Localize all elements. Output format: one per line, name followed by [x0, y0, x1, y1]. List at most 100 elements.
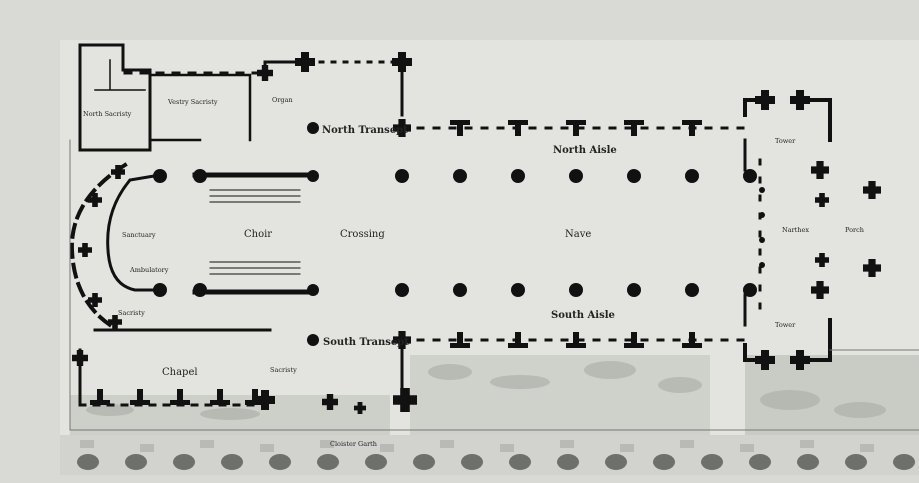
street-tree [509, 454, 531, 470]
narthex-pier [759, 212, 765, 218]
nave-pier-north [685, 169, 699, 183]
garden-texture [86, 361, 886, 420]
label-south-aisle: South Aisle [551, 310, 615, 321]
chapel-pier [72, 350, 88, 366]
crossing-pier [307, 284, 319, 296]
street-tree [701, 454, 723, 470]
apse-buttress [88, 193, 102, 207]
street-tree [749, 454, 771, 470]
nave-pier-north [453, 169, 467, 183]
street-tree [845, 454, 867, 470]
tower-pier [790, 350, 810, 370]
narthex-pier [759, 187, 765, 193]
apse-outer [69, 162, 128, 328]
street-tree [269, 454, 291, 470]
label-tower-north: Tower [775, 137, 796, 145]
street-tree [125, 454, 147, 470]
street-tree [77, 454, 99, 470]
porch-pier [863, 259, 881, 277]
north-buttress [566, 120, 586, 136]
transept-pier [393, 388, 417, 412]
lot-edge [69, 139, 919, 431]
transept-pier [257, 65, 273, 81]
label-ambulatory: Ambulatory [129, 266, 169, 274]
apse-buttress [111, 165, 125, 179]
nave-pier-south [511, 283, 525, 297]
choir-pier [193, 283, 207, 297]
tower-pier [815, 253, 829, 267]
label-porch: Porch [845, 226, 864, 234]
narthex-pier [759, 262, 765, 268]
apse-buttress [88, 293, 102, 307]
north-buttress [682, 120, 702, 136]
street-tree [221, 454, 243, 470]
narthex-pier [759, 237, 765, 243]
tower-pier [811, 161, 829, 179]
chapel-buttress [170, 389, 190, 405]
nave-pier-north [627, 169, 641, 183]
tower-pier [790, 90, 810, 110]
chapel-pier [354, 402, 366, 414]
label-narthex: Narthex [782, 226, 809, 234]
label-tower-south: Tower [775, 321, 796, 329]
label-crossing: Crossing [340, 229, 385, 240]
street-tree [461, 454, 483, 470]
labels: North Sacristy Vestry Sacristy Organ Nor… [83, 96, 864, 448]
crossing-pier [307, 170, 319, 182]
apse-buttress [108, 315, 122, 329]
porch-pier [863, 181, 881, 199]
street-tree [173, 454, 195, 470]
south-buttress [682, 332, 702, 348]
north-buttress [508, 120, 528, 136]
nave-pier-north [511, 169, 525, 183]
choir-stalls-north [209, 189, 301, 203]
label-chapel: Chapel [162, 367, 198, 378]
walls [69, 43, 919, 431]
street-tree [413, 454, 435, 470]
south-buttress [624, 332, 644, 348]
chapel-buttress [90, 389, 110, 405]
north-buttress [450, 120, 470, 136]
tower-pier [811, 281, 829, 299]
nave-pier-south [395, 283, 409, 297]
nave-pier-south [569, 283, 583, 297]
street-tree [653, 454, 675, 470]
chapel-pier [322, 394, 338, 410]
label-nave: Nave [565, 229, 591, 240]
vestry-wall [148, 73, 252, 142]
nave-pier-south [685, 283, 699, 297]
pavement-pattern [80, 440, 874, 452]
piers [72, 52, 881, 414]
tower-pier [755, 350, 775, 370]
choir-pier [153, 283, 167, 297]
nave-pier-north [395, 169, 409, 183]
nave-pier-south [453, 283, 467, 297]
south-buttress [450, 332, 470, 348]
street-trees [77, 454, 915, 470]
apse-inner [106, 173, 162, 292]
sacristy-partition [94, 59, 146, 91]
transept-pier [392, 52, 412, 72]
transept-pier [393, 331, 411, 349]
nave-pier-north [569, 169, 583, 183]
label-choir: Choir [244, 229, 272, 240]
chapel-buttress [210, 389, 230, 405]
chapel-pier [255, 390, 275, 410]
choir-stalls-south [209, 261, 301, 275]
street-tree [797, 454, 819, 470]
tower-pier [815, 193, 829, 207]
sacristy-wall [78, 43, 152, 152]
nave-pier-north [743, 169, 757, 183]
label-south-transept: South Transept [323, 337, 409, 348]
label-north-sacristy: North Sacristy [83, 110, 132, 118]
label-sacristy: Sacristy [118, 309, 145, 317]
apse-buttress [78, 243, 92, 257]
label-north-aisle: North Aisle [553, 145, 617, 156]
crossing-pier [307, 122, 319, 134]
nave-pier-south [743, 283, 757, 297]
label-cloister-garth: Cloister Garth [330, 440, 377, 448]
chapel-buttress [130, 389, 150, 405]
label-sanctuary: Sanctuary [122, 231, 156, 239]
